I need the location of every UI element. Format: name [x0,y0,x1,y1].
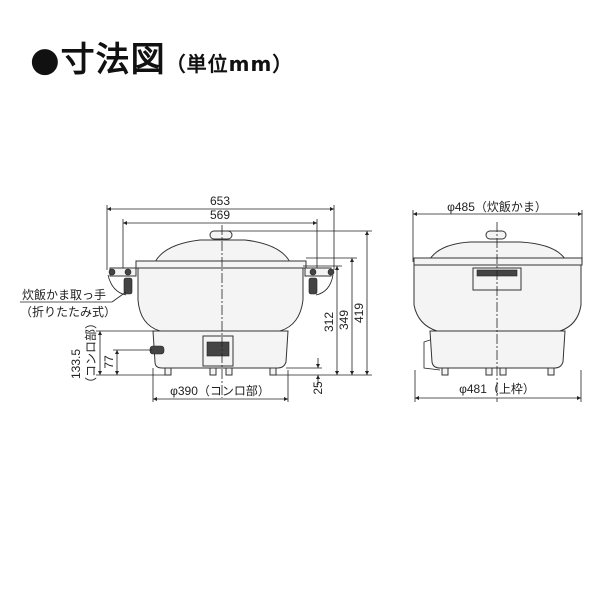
handle-label-note: （折りたたみ式） [20,304,116,319]
pot-handle-left [107,267,137,296]
dim-569: 569 [210,208,230,222]
pot-handle-right [304,267,335,296]
bullet-icon: ● [30,40,61,80]
lid-rim [413,257,583,266]
dim-77: 77 [102,355,116,369]
lid-rim [135,260,307,269]
knob [149,345,165,355]
pot-body [137,267,304,332]
title-main: 寸法図 [60,40,166,80]
dim-frame-diameter: φ481（上枠） [459,382,535,396]
lid-knob [485,230,507,240]
control-valve [206,341,230,357]
front-view: 653 569 419 349 312 25 φ390（コンロ部） 133.5 … [20,194,372,402]
lid-knob [209,230,233,240]
burner-base [429,330,566,369]
lid [154,239,291,263]
dim-pot-diameter: φ485（炊飯かま） [447,199,547,214]
dim-burner-diameter: φ390（コンロ部） [170,383,270,398]
page-title: ●寸法図（単位mm） [30,32,293,81]
side-view: φ485（炊飯かま） φ481（上枠） [412,199,583,402]
dim-133-5: 133.5 [69,349,83,379]
dim-653: 653 [210,194,230,208]
dim-133-5-note: （コンロ部） [83,317,98,389]
title-unit: （単位mm） [165,52,294,76]
dim-312: 312 [322,312,336,332]
dim-419: 419 [352,303,366,323]
dim-25: 25 [311,381,325,395]
handle-label: 炊飯かま取っ手 [22,287,106,302]
lid [429,241,566,260]
dim-349: 349 [337,310,351,330]
